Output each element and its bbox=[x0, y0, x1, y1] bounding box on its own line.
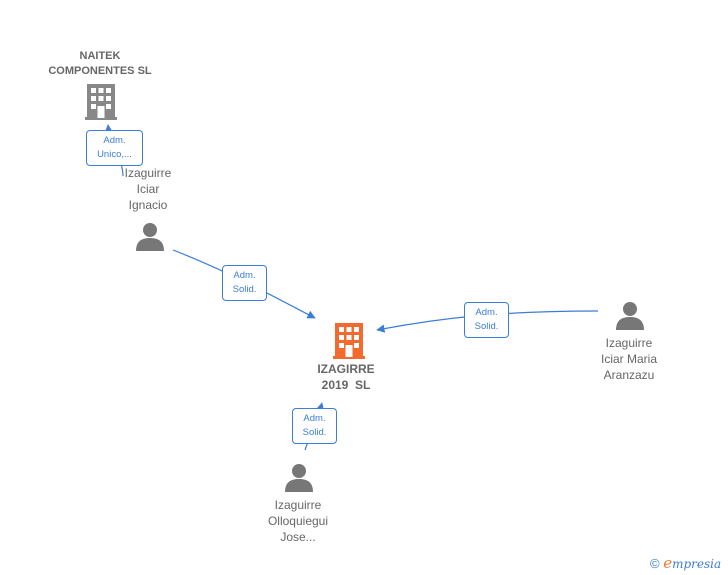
edge-label-line2: Solid. bbox=[474, 321, 499, 332]
ignacio-name-line2: Iciar bbox=[136, 182, 160, 196]
izagirre-name-line2: 2019 SL bbox=[321, 378, 371, 392]
copyright-icon: © bbox=[650, 556, 660, 571]
edge-label-ignacio-naitek[interactable]: Adm. Unico,... bbox=[86, 130, 143, 166]
edge-label-line2: Solid. bbox=[302, 427, 327, 438]
building-icon[interactable] bbox=[333, 323, 365, 359]
edge-label-line2: Solid. bbox=[232, 284, 257, 295]
edge-label-line1: Adm. bbox=[103, 135, 126, 146]
aranzazu-name-line3: Aranzazu bbox=[603, 368, 655, 382]
olloquiegui-person-name[interactable]: Izaguirre Olloquiegui Jose... bbox=[246, 497, 350, 545]
aranzazu-name-line1: Izaguirre bbox=[605, 336, 653, 350]
ignacio-name-line1: Izaguirre bbox=[124, 166, 172, 180]
edge-label-ignacio-izagirre[interactable]: Adm. Solid. bbox=[222, 265, 267, 301]
aranzazu-name-line2: Iciar Maria bbox=[600, 352, 657, 366]
izagirre-company-name[interactable]: IZAGIRRE 2019 SL bbox=[286, 361, 406, 393]
person-icon[interactable] bbox=[284, 463, 314, 493]
olloquiegui-name-line2: Olloquiegui bbox=[267, 514, 329, 528]
naitek-name-line1: NAITEK bbox=[79, 50, 121, 62]
naitek-company-name[interactable]: NAITEK COMPONENTES SL bbox=[30, 49, 170, 79]
olloquiegui-name-line3: Jose... bbox=[280, 530, 316, 544]
izagirre-name-line1: IZAGIRRE bbox=[317, 362, 375, 376]
ignacio-person-name[interactable]: Izaguirre Iciar Ignacio bbox=[98, 165, 198, 213]
edge-label-aranzazu-izagirre[interactable]: Adm. Solid. bbox=[464, 302, 509, 338]
person-icon[interactable] bbox=[615, 301, 645, 331]
building-icon[interactable] bbox=[85, 84, 117, 120]
empresia-logo: empresia bbox=[663, 554, 722, 572]
aranzazu-person-name[interactable]: Izaguirre Iciar Maria Aranzazu bbox=[570, 335, 688, 383]
edge-label-line1: Adm. bbox=[233, 270, 256, 281]
edge-label-line2: Unico,... bbox=[97, 149, 132, 160]
edge-label-line1: Adm. bbox=[475, 307, 498, 318]
olloquiegui-name-line1: Izaguirre bbox=[274, 498, 322, 512]
person-icon[interactable] bbox=[135, 222, 165, 252]
naitek-name-line2: COMPONENTES SL bbox=[48, 65, 152, 77]
edge-label-line1: Adm. bbox=[303, 413, 326, 424]
ignacio-name-line3: Ignacio bbox=[128, 198, 168, 212]
empresia-watermark[interactable]: © empresia bbox=[650, 554, 721, 572]
edge-label-olloquiegui-izagirre[interactable]: Adm. Solid. bbox=[292, 408, 337, 444]
